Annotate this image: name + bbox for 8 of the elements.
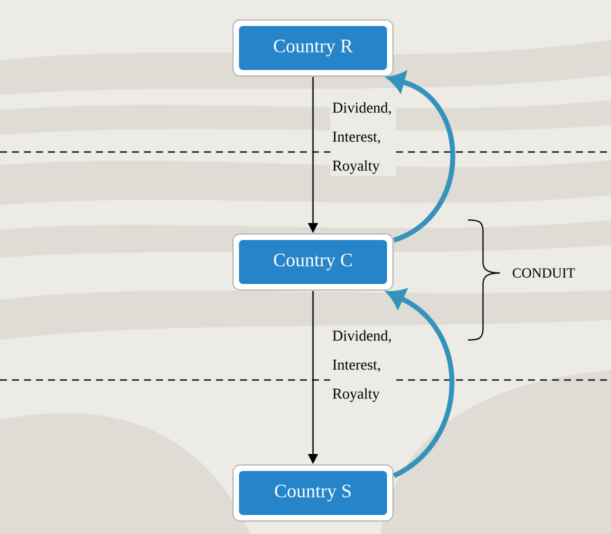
arrow (388, 72, 456, 243)
arrow (387, 289, 454, 478)
edge-label: Dividend, Interest, Royalty (330, 328, 396, 404)
bracket-label: CONDUIT (512, 268, 575, 278)
country-box: Country S (232, 464, 394, 522)
country-box: Country C (232, 234, 394, 290)
country-box: Country R (232, 20, 394, 76)
edge-label: Dividend, Interest, Royalty (330, 100, 396, 176)
